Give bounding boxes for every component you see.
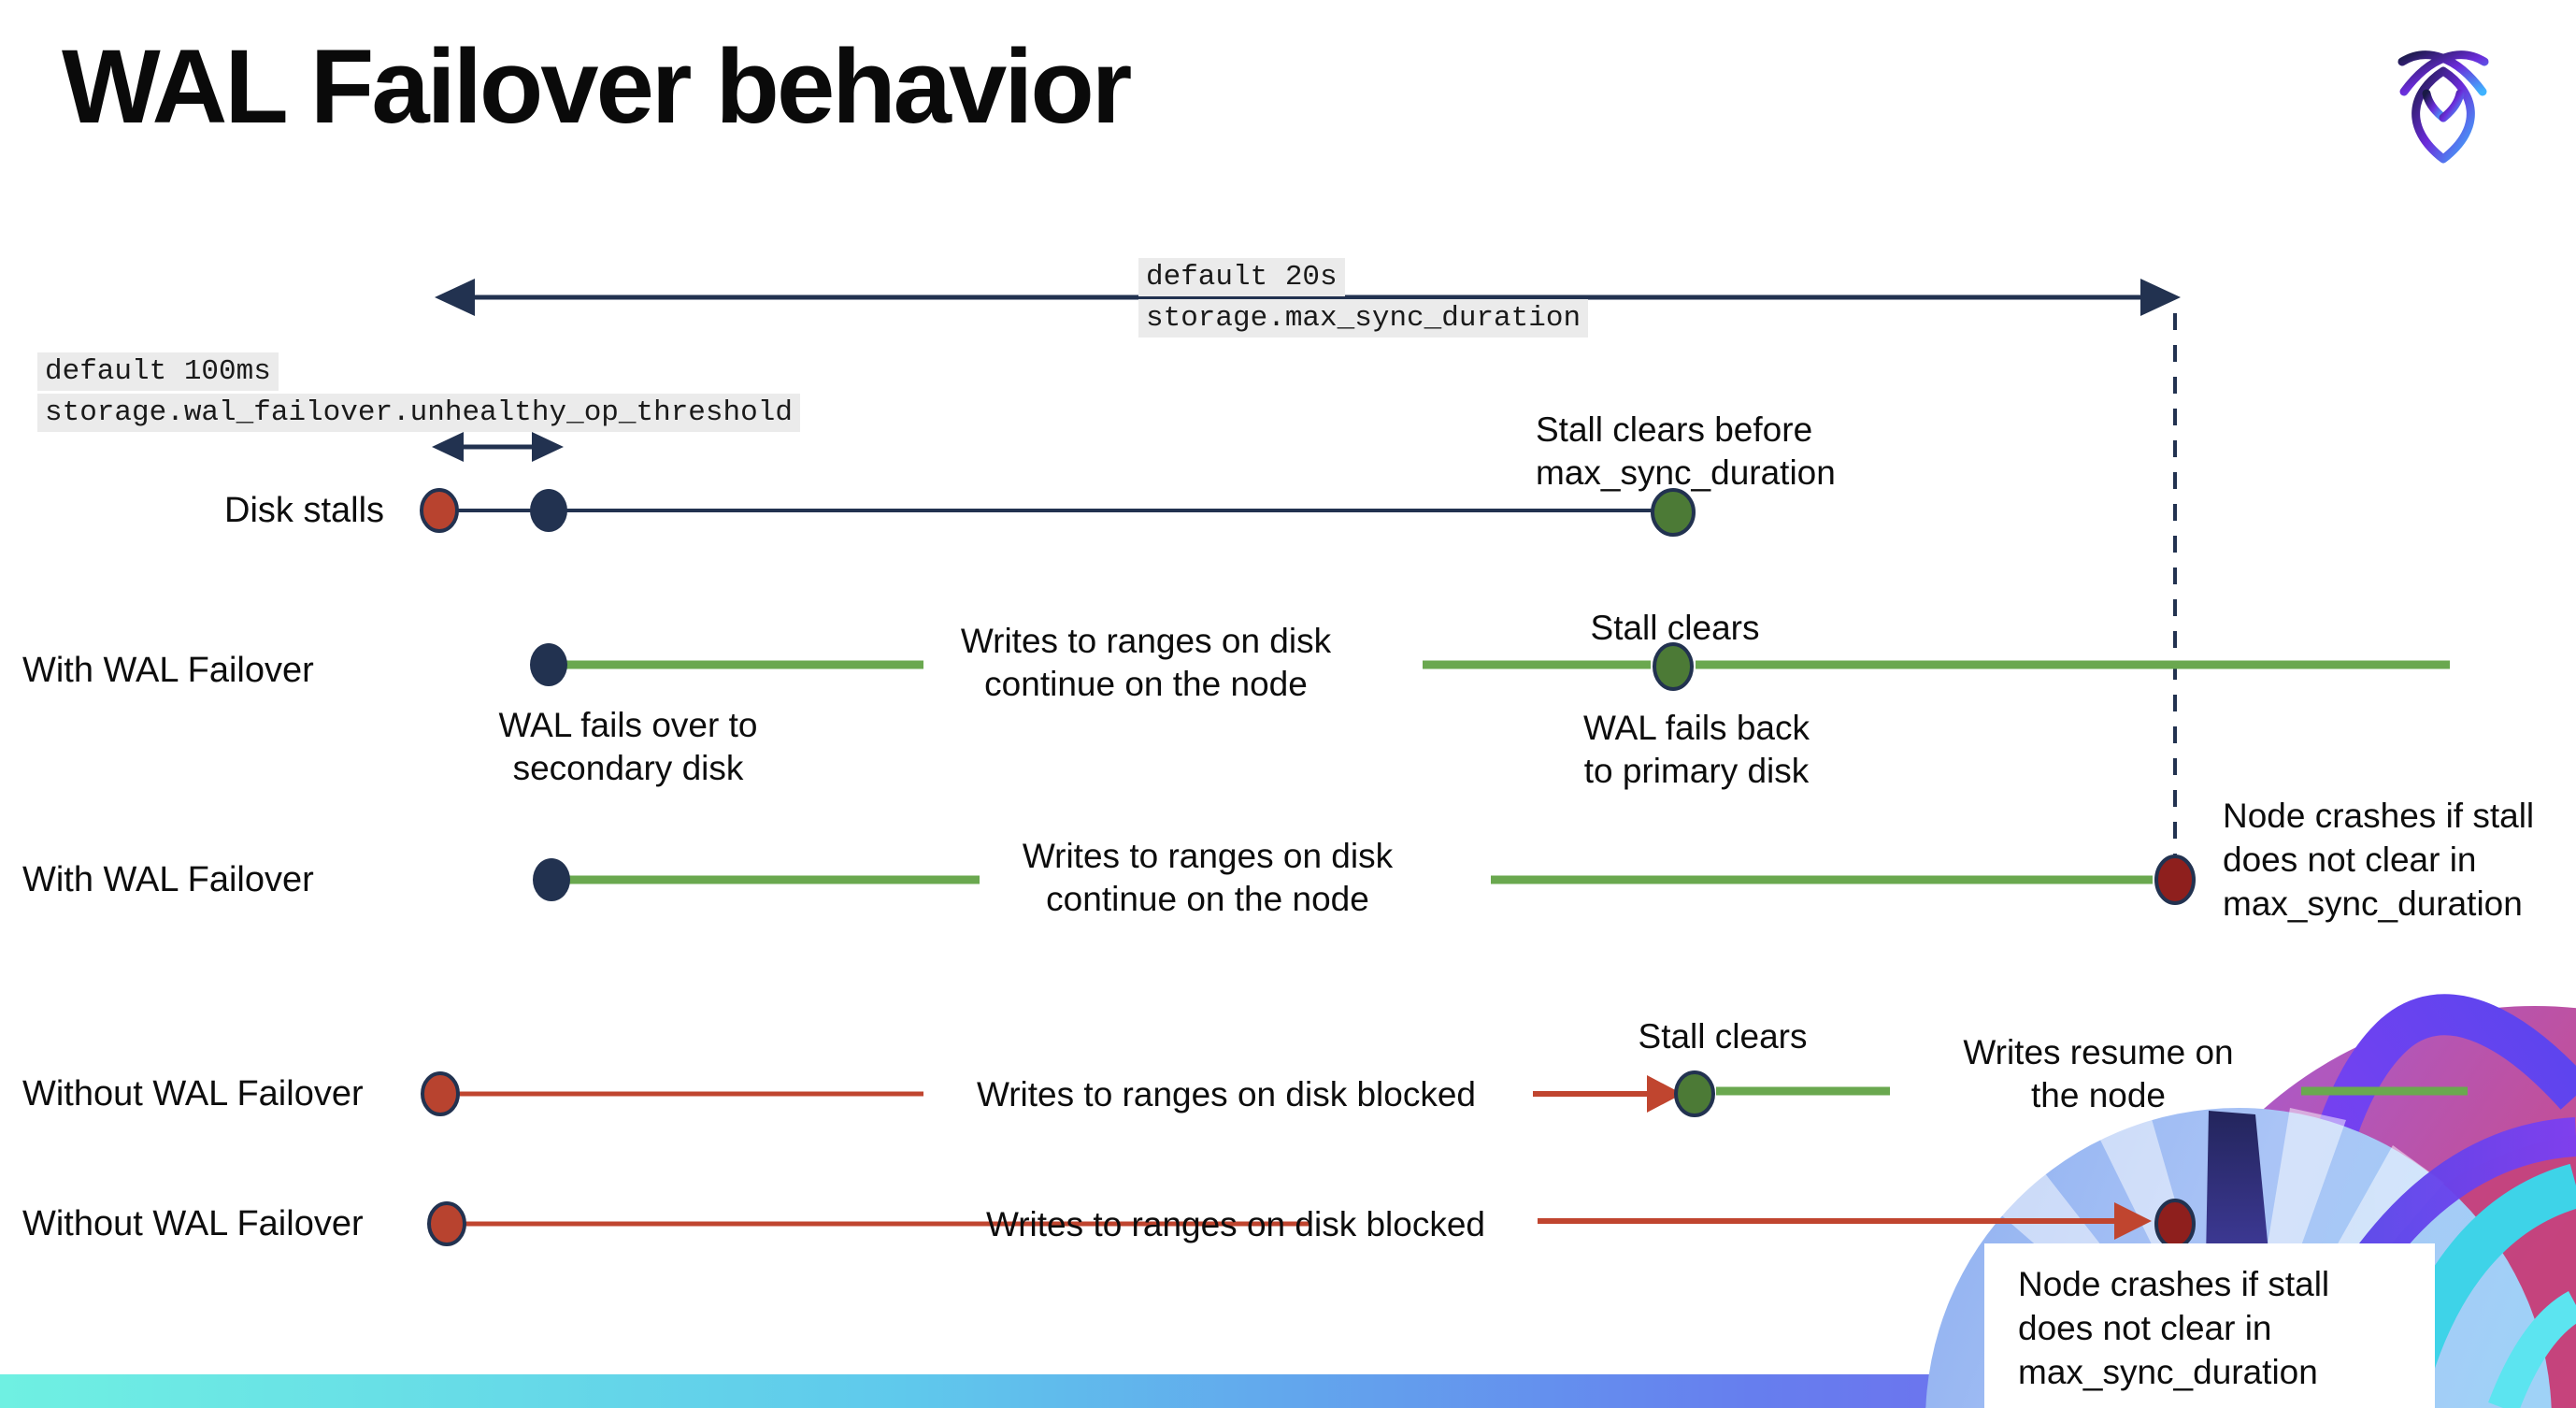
note-node-crashes-2: Node crashes if stall does not clear in …	[2018, 1265, 2330, 1391]
row-label-with-wal-failover-1: With WAL Failover	[22, 651, 314, 690]
row-label-with-wal-failover-2: With WAL Failover	[22, 860, 314, 899]
page-title: WAL Failover behavior	[62, 28, 1132, 145]
config-default-value: default 100ms	[37, 352, 279, 391]
note-wal-fails-back: WAL fails back to primary disk	[1583, 709, 1810, 790]
config-setting-name: storage.wal_failover.unhealthy_op_thresh…	[37, 394, 800, 432]
note-writes-blocked-1: Writes to ranges on disk blocked	[976, 1075, 1477, 1113]
note-writes-resume: Writes resume on the node	[1963, 1033, 2234, 1114]
row-label-without-wal-failover-2: Without WAL Failover	[22, 1204, 364, 1243]
config-default-value: default 20s	[1138, 258, 1345, 296]
note-wal-fails-over: WAL fails over to secondary disk	[498, 706, 758, 787]
note-node-crashes-1: Node crashes if stall does not clear in …	[2223, 797, 2535, 923]
note-writes-blocked-2: Writes to ranges on disk blocked	[985, 1205, 1486, 1243]
note-writes-continue-1: Writes to ranges on disk continue on the…	[960, 622, 1332, 703]
note-stall-clears-2: Stall clears	[1638, 1017, 1808, 1056]
note-node-crashes-2-box: Node crashes if stall does not clear in …	[1984, 1243, 2435, 1408]
row-label-without-wal-failover-1: Without WAL Failover	[22, 1074, 364, 1113]
config-setting-name: storage.max_sync_duration	[1138, 299, 1589, 338]
config-unhealthy-op-threshold: default 100ms storage.wal_failover.unhea…	[37, 352, 800, 435]
note-stall-clears-1: Stall clears	[1590, 609, 1760, 647]
config-max-sync-duration: default 20s storage.max_sync_duration	[1138, 258, 1589, 340]
note-stall-clears-before: Stall clears before max_sync_duration	[1536, 410, 1836, 492]
note-writes-continue-2: Writes to ranges on disk continue on the…	[1022, 837, 1394, 918]
row-label-disk-stalls: Disk stalls	[224, 491, 385, 530]
